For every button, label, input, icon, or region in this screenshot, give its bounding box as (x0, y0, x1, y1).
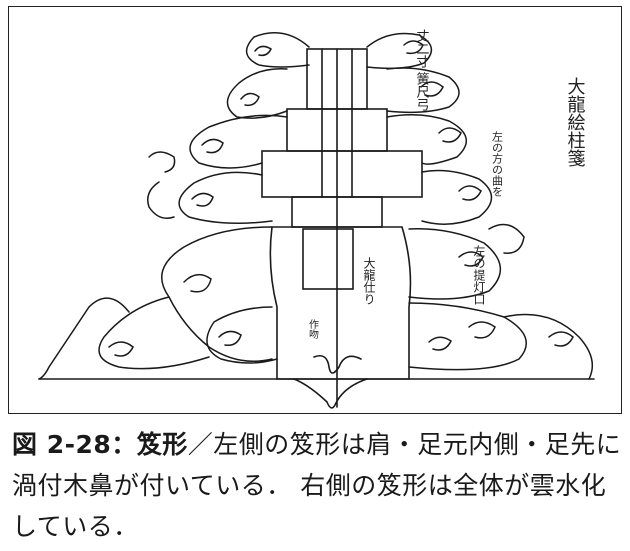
annotation-top: 丈二寸 簧尺弓 (414, 29, 430, 112)
post-middle-block (261, 150, 423, 198)
caption-text: ／左側の笈形は肩・足元内側・足先に渦付木鼻が付いている． 右側の笈形は全体が雲水… (12, 430, 622, 541)
post-finial (293, 378, 368, 409)
right-oigata (366, 32, 594, 380)
annotation-right-main: 大龍絵柱箋 (565, 77, 586, 167)
figure-frame: 丈二寸 簧尺弓 大龍絵柱箋 左の方の曲を 左の提灯口 大龍仕り 作吻 (8, 6, 622, 414)
post-tenon (302, 228, 354, 290)
annotation-right-sub: 左の方の曲を (491, 131, 504, 197)
post-body (269, 226, 412, 380)
annotation-bottom-small: 作吻 (307, 319, 319, 340)
oigata-illustration: 丈二寸 簧尺弓 大龍絵柱箋 左の方の曲を 左の提灯口 大龍仕り 作吻 (38, 29, 595, 409)
annotation-right-lower: 左の提灯口 (472, 244, 486, 305)
annotation-center: 大龍仕り (362, 257, 376, 305)
figure-number: 図 2-28：笈形 (12, 430, 188, 459)
left-oigata (38, 32, 310, 380)
figure-caption: 図 2-28：笈形／左側の笈形は肩・足元内側・足先に渦付木鼻が付いている． 右側… (12, 424, 622, 547)
